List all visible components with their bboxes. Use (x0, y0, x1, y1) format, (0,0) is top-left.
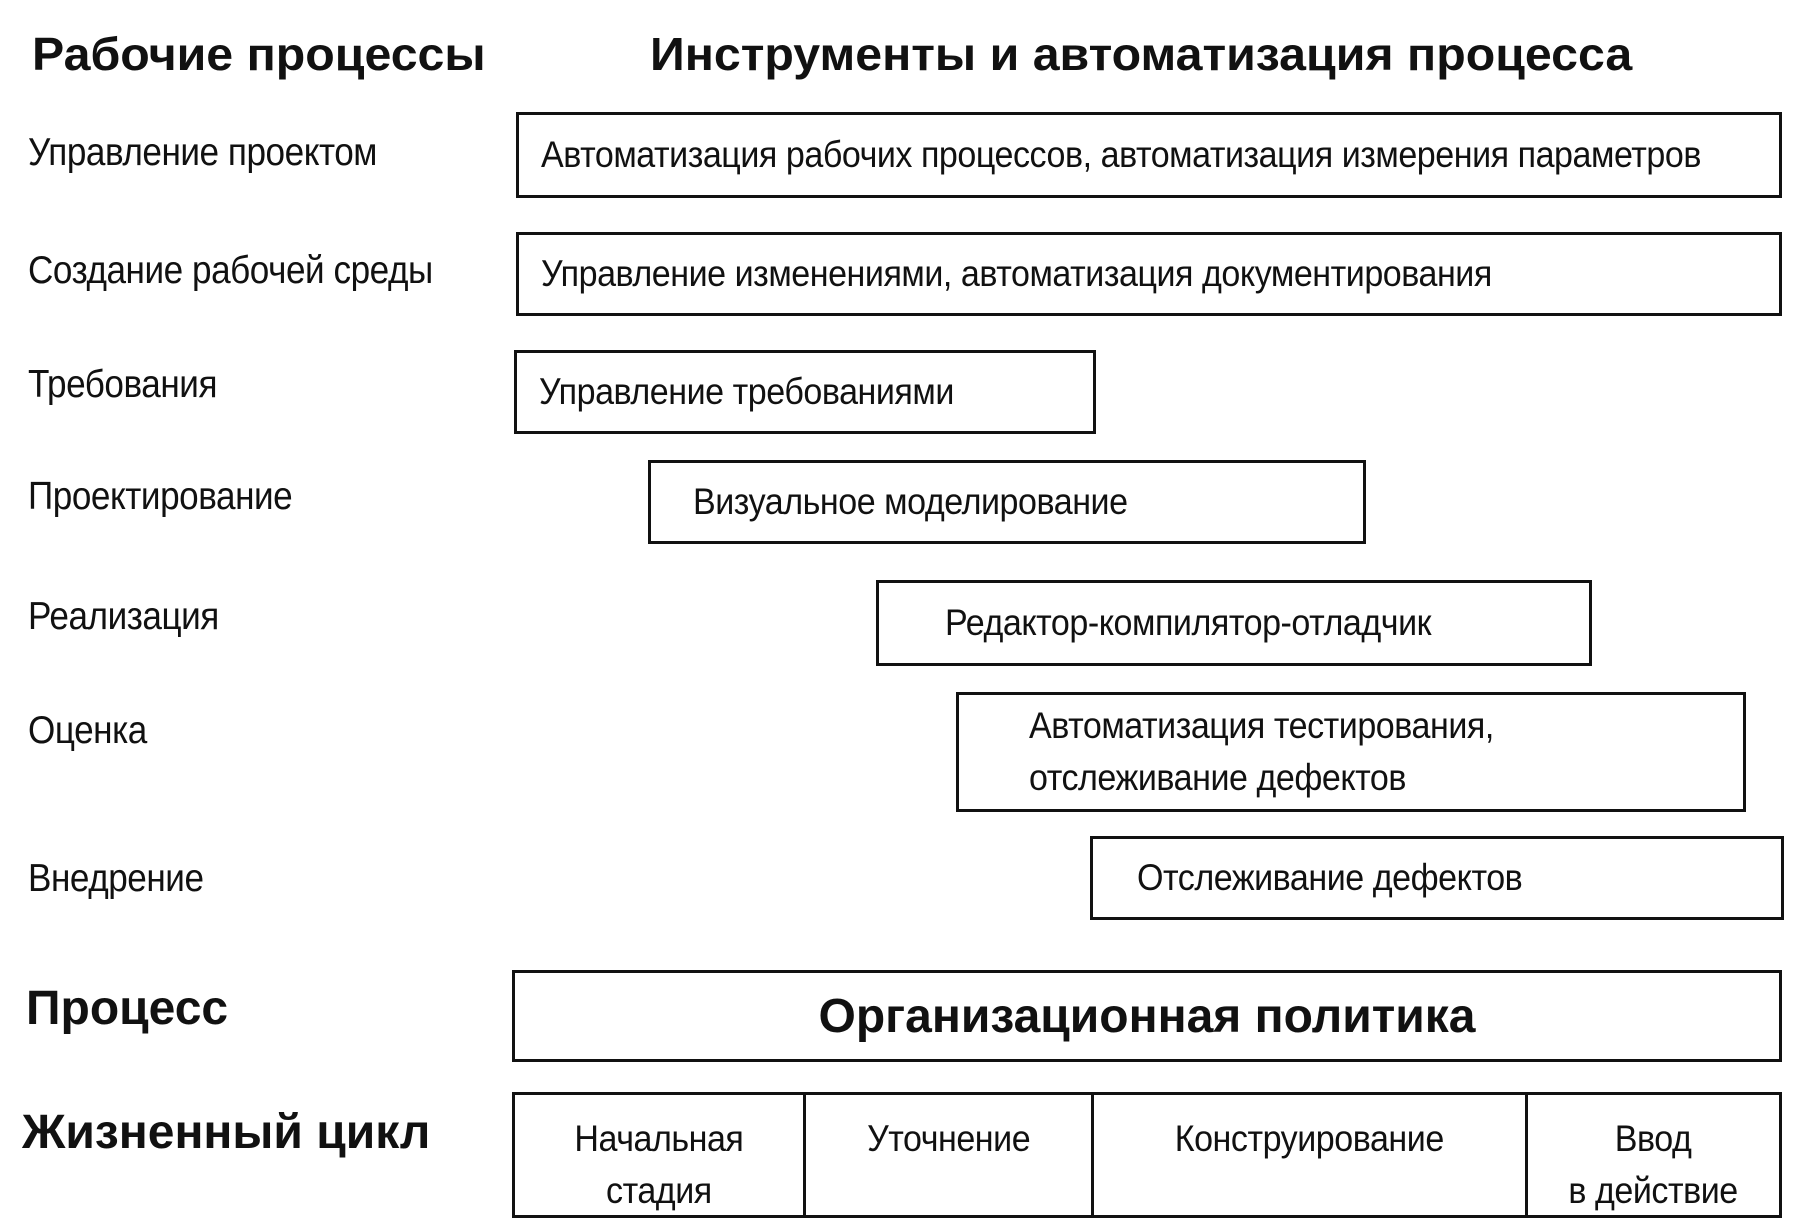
tool-box-test-automation: Автоматизация тестирования, отслеживание… (956, 692, 1746, 812)
workflow-label-design: Проектирование (28, 475, 293, 518)
tool-box-defect-tracking: Отслеживание дефектов (1090, 836, 1784, 920)
tool-text-defect-tracking: Отслеживание дефектов (1137, 857, 1523, 898)
tool-text-change-management: Управление изменениями, автоматизация до… (541, 253, 1492, 294)
tool-box-editor-compiler-debugger: Редактор-компилятор-отладчик (876, 580, 1592, 666)
workflows-header: Рабочие процессы (32, 28, 486, 80)
tool-text-editor-compiler-debugger: Редактор-компилятор-отладчик (945, 602, 1432, 643)
tool-box-workflow-automation: Автоматизация рабочих процессов, автомат… (516, 112, 1782, 198)
lifecycle-phases: Начальная стадия Уточнение Конструирован… (512, 1092, 1782, 1218)
phase-inception: Начальная стадия (515, 1095, 803, 1215)
phase-inception-label: Начальная стадия (574, 1118, 744, 1211)
phase-transition: Ввод в действие (1525, 1095, 1779, 1215)
tool-box-requirements-management: Управление требованиями (514, 350, 1096, 434)
workflow-label-environment: Создание рабочей среды (28, 249, 433, 292)
workflow-label-assessment: Оценка (28, 709, 147, 752)
tool-box-change-management: Управление изменениями, автоматизация до… (516, 232, 1782, 316)
tool-text-requirements-management: Управление требованиями (539, 371, 954, 412)
tool-text-visual-modeling: Визуальное моделирование (693, 481, 1128, 522)
tools-header: Инструменты и автоматизация процесса (650, 28, 1633, 80)
phase-construction-label: Конструирование (1174, 1118, 1445, 1159)
lifecycle-label: Жизненный цикл (22, 1106, 431, 1159)
tool-text-test-automation: Автоматизация тестирования, отслеживание… (1029, 705, 1494, 798)
tool-box-visual-modeling: Визуальное моделирование (648, 460, 1366, 544)
process-label: Процесс (26, 982, 229, 1035)
workflow-label-deployment: Внедрение (28, 857, 204, 900)
organizational-policy-box: Организационная политика (512, 970, 1782, 1062)
workflow-label-requirements: Требования (28, 363, 218, 406)
phase-elaboration-label: Уточнение (866, 1118, 1031, 1159)
phase-elaboration: Уточнение (803, 1095, 1091, 1215)
organizational-policy-text: Организационная политика (818, 989, 1476, 1043)
workflow-label-project-management: Управление проектом (28, 131, 377, 174)
phase-construction: Конструирование (1091, 1095, 1525, 1215)
phase-transition-label: Ввод в действие (1568, 1118, 1739, 1211)
tool-text-workflow-automation: Автоматизация рабочих процессов, автомат… (541, 134, 1701, 175)
workflow-label-implementation: Реализация (28, 595, 219, 638)
